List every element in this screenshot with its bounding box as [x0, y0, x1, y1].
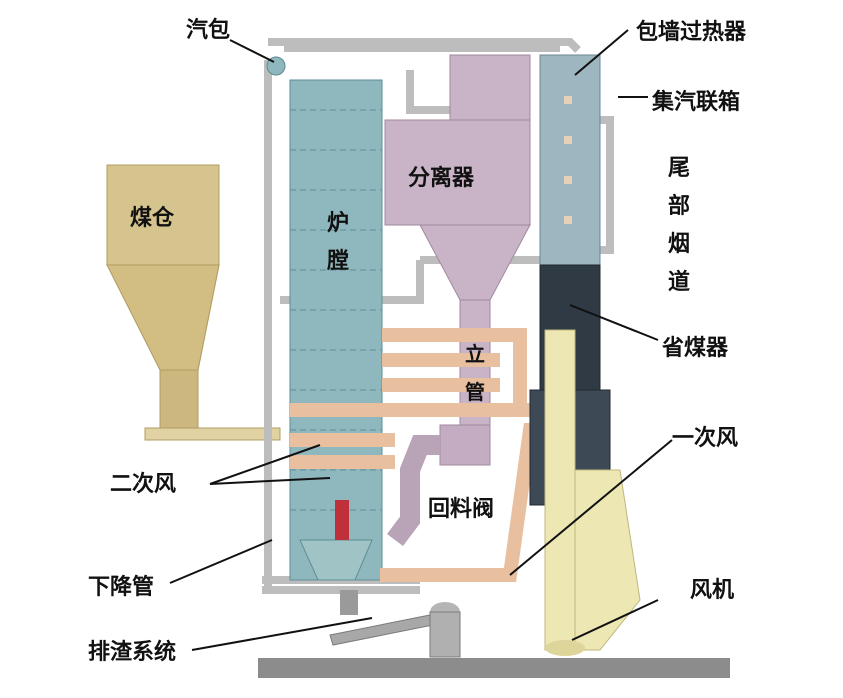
label-standpipe: 立管 [465, 342, 485, 404]
label-economizer: 省煤器 [662, 336, 729, 361]
air-ducts [290, 328, 560, 582]
label-drum: 汽包 [186, 18, 231, 43]
leader-economizer [569, 304, 659, 341]
leader-slag [191, 617, 373, 651]
label-loop-seal: 回料阀 [428, 497, 495, 522]
leader-primary-air [509, 439, 673, 576]
ground-base [258, 658, 730, 678]
label-wall-superheater: 包墙过热器 [636, 20, 747, 45]
label-tail-flue: 尾部烟道 [667, 156, 690, 295]
leader-drum [229, 39, 275, 63]
label-separator: 分离器 [408, 166, 475, 191]
leader-secondary-air-1 [209, 444, 321, 485]
label-furnace: 炉膛 [326, 211, 349, 274]
label-primary-air: 一次风 [672, 426, 739, 451]
leader-secondary-air-2 [209, 477, 331, 485]
leader-wall-superheater [574, 29, 629, 76]
furnace-body [289, 79, 383, 581]
label-slag-system: 排渣系统 [88, 640, 177, 665]
leader-lines [169, 29, 673, 651]
slag-system [329, 590, 461, 658]
coal-bin [106, 164, 281, 441]
fan-duct [544, 329, 641, 656]
leader-downcomer [169, 539, 273, 584]
label-header: 集汽联箱 [652, 90, 741, 115]
label-fan: 风机 [690, 578, 735, 603]
label-coal-bin: 煤仓 [130, 206, 175, 231]
leader-fan [571, 599, 659, 641]
label-downcomer: 下降管 [88, 575, 155, 600]
label-secondary-air: 二次风 [110, 472, 177, 497]
